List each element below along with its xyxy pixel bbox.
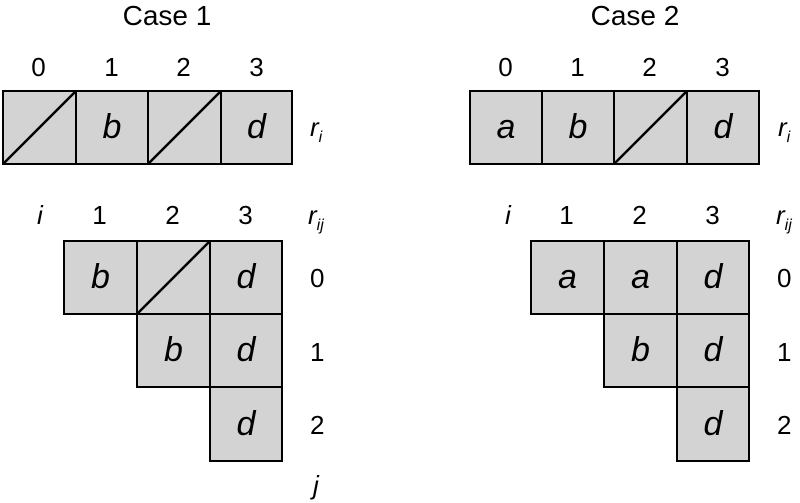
cell-value: b [91,258,110,296]
case1-title: Case 1 [122,0,212,31]
case1-rij-cell-1-2: b [136,313,211,388]
cell-value: d [247,108,266,146]
case2-col-index-3: 3 [715,52,730,82]
case1-i-label: i [37,200,43,230]
case1-lower-col-index-1: 1 [92,200,107,230]
case2-i-label: i [505,200,511,230]
case1-col-index-0: 0 [31,52,46,82]
cell-value: d [703,258,723,296]
case2-lower-col-index-2: 2 [632,200,647,230]
case2-j-index-2: 2 [777,410,792,440]
case1-ri-label: ri [310,112,323,146]
cell-value: a [496,108,516,146]
case2-col-index-1: 1 [570,52,585,82]
cell-value: d [713,108,733,146]
case2-j-index-0: 0 [777,263,792,293]
case1-lower-col-index-2: 2 [165,200,180,230]
cell-value: a [558,258,577,296]
cell-value: d [703,331,723,369]
case1-rij-label: rij [308,200,324,234]
case1-ri-cell-1: b [75,90,149,165]
case2-rij-cell-0-2: a [603,240,678,315]
case1-j-index-1: 1 [310,337,325,367]
case1-rij-cell-2-3: d [209,386,283,462]
cell-value: a [631,258,650,296]
diagonal-slash-icon [615,92,686,163]
case1-col-index-2: 2 [176,52,191,82]
case1-rij-cell-0-3: d [209,240,283,315]
case1-lower-col-index-3: 3 [238,200,253,230]
case1-j-label: j [313,470,319,500]
case2-col-index-2: 2 [642,52,657,82]
case2-ri-cell-3: d [686,90,760,165]
case2-rij-cell-1-3: d [676,313,750,388]
case2-rij-cell-1-2: b [603,313,678,388]
case1-col-index-3: 3 [249,52,264,82]
case2-j-index-1: 1 [777,337,792,367]
case2-rij-label: rij [776,200,792,234]
case1-ri-cell-2-empty [147,90,222,165]
cell-value: b [568,108,588,146]
case2-rij-cell-0-1: a [530,240,605,315]
cell-value: d [236,331,256,369]
case2-rij-cell-2-3: d [676,386,750,462]
cell-value: d [703,404,723,443]
case2-lower-col-index-1: 1 [559,200,574,230]
cell-value: b [102,108,122,146]
case1-ri-cell-0-empty [2,90,77,165]
diagonal-slash-icon [138,242,209,313]
case1-j-index-2: 2 [310,410,325,440]
cell-value: d [236,404,256,443]
cell-value: b [164,331,183,369]
case2-rij-cell-0-3: d [676,240,750,315]
case2-ri-cell-2-empty [613,90,688,165]
case2-lower-col-index-3: 3 [705,200,720,230]
case2-ri-cell-1: b [541,90,615,165]
case1-j-index-0: 0 [310,263,325,293]
case1-col-index-1: 1 [104,52,119,82]
case2-title: Case 2 [590,0,680,31]
case2-ri-label: ri [778,112,791,146]
diagonal-slash-icon [4,92,75,163]
diagonal-slash-icon [149,92,220,163]
case2-ri-cell-0: a [469,90,543,165]
case1-ri-cell-3: d [220,90,293,165]
case1-rij-cell-0-1: b [63,240,138,315]
case2-col-index-0: 0 [498,52,513,82]
cell-value: d [236,258,256,296]
case1-rij-cell-1-3: d [209,313,283,388]
case1-rij-cell-0-2-empty [136,240,211,315]
cell-value: b [631,331,650,369]
